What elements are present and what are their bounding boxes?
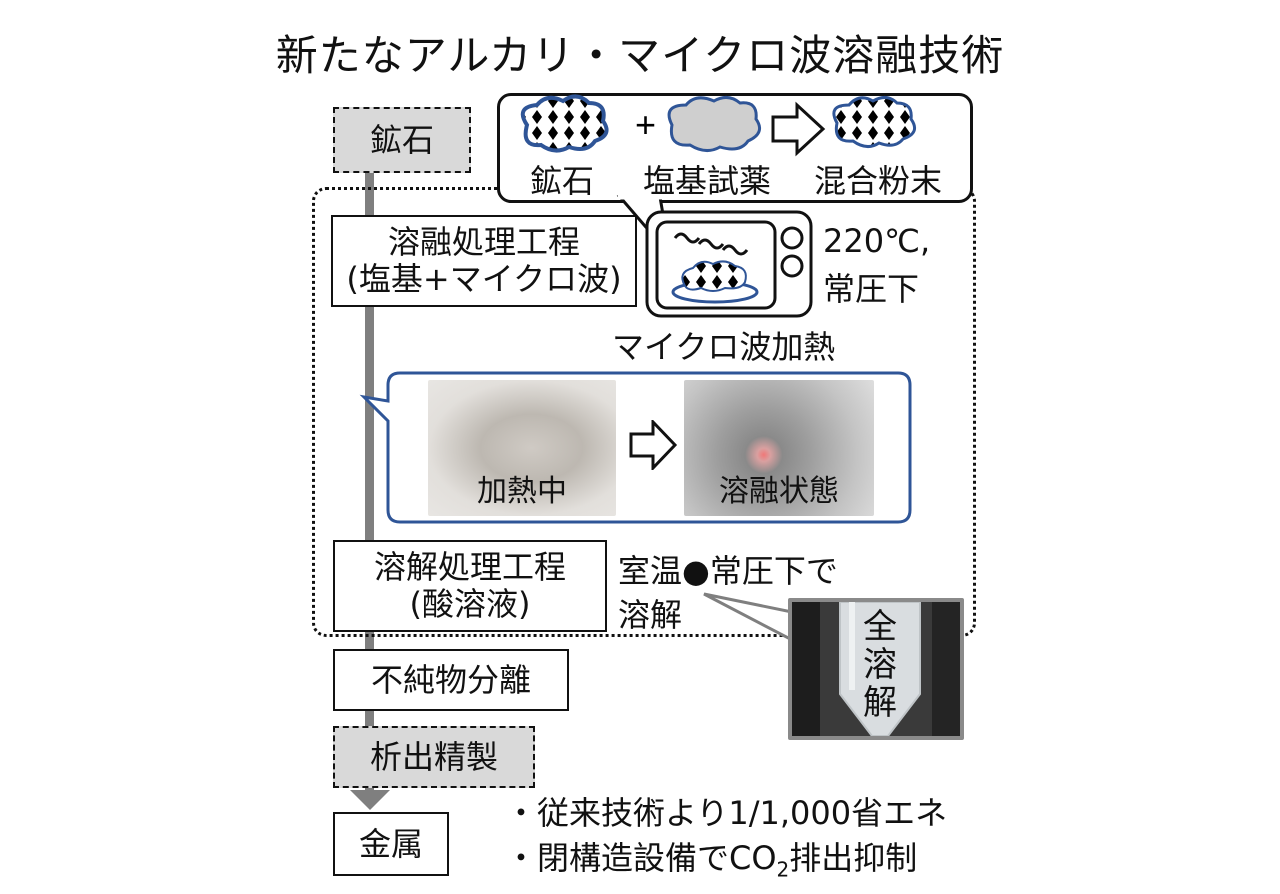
melting-step-detail: (塩基+マイクロ波) [346, 260, 622, 298]
benefit-co2-reduction: ・閉構造設備でCO2排出抑制 [505, 833, 917, 881]
microwave-oven-icon [645, 210, 813, 318]
process-flow-line [365, 170, 374, 795]
reagent-cloud-icon [667, 96, 762, 152]
mixing-panel: + 鉱石 塩基試薬 混合粉末 [497, 93, 973, 203]
flow-arrowhead [350, 790, 390, 810]
dissolution-step-title: 溶解処理工程 [373, 548, 566, 587]
tube-label-char-3: 解 [863, 683, 897, 724]
dissolution-step-box: 溶解処理工程 (酸溶液) [333, 540, 607, 632]
microwave-temperature: 220℃, [823, 222, 931, 260]
hollow-arrow-icon [771, 101, 826, 157]
mixing-illustration: + [520, 94, 917, 157]
benefit-co2-post: 排出抑制 [789, 839, 918, 877]
mixing-reagent-label: 塩基試薬 [643, 162, 772, 200]
dissolution-condition: 室温●常圧下で [618, 552, 838, 590]
refining-box: 析出精製 [333, 726, 535, 788]
mixing-mixture-label: 混合粉末 [814, 162, 943, 200]
tube-label: 全 溶 解 [840, 608, 920, 722]
microwave-pressure: 常圧下 [823, 270, 920, 308]
dissolution-step-detail: (酸溶液) [409, 585, 531, 623]
ore-label: 鉱石 [369, 120, 434, 159]
refining-label: 析出精製 [369, 737, 498, 776]
centrifuge-tube-icon [792, 602, 960, 736]
diagram-title: 新たなアルカリ・マイクロ波溶融技術 [275, 31, 1005, 80]
tube-label-char-1: 全 [863, 607, 897, 647]
heating-photo-label: 加熱中 [477, 474, 567, 509]
mixing-ore-label: 鉱石 [530, 162, 595, 200]
plus-sign: + [635, 104, 656, 145]
steam-icon [673, 232, 749, 256]
separation-box: 不純物分離 [333, 649, 569, 711]
photo-transition-arrow-icon [629, 420, 678, 470]
mixture-cloud-icon [832, 96, 917, 148]
benefit-co2-pre: ・閉構造設備でCO [505, 839, 777, 877]
ore-box: 鉱石 [333, 107, 471, 173]
dissolution-result: 溶解 [618, 596, 683, 634]
microwave-heating-label: マイクロ波加熱 [612, 328, 836, 366]
tube-callout-pointer [703, 592, 798, 645]
melting-step-box: 溶融処理工程 (塩基+マイクロ波) [331, 215, 637, 307]
heating-photo: 加熱中 [428, 380, 616, 516]
ore-cloud-icon [520, 94, 609, 153]
tube-label-char-2: 溶 [863, 645, 897, 686]
benefit-co2-subscript: 2 [776, 857, 790, 882]
molten-photo-label: 溶融状態 [719, 474, 839, 509]
melting-step-title: 溶融処理工程 [387, 223, 580, 262]
benefit-energy-saving: ・従来技術より1/1,000省エネ [505, 794, 948, 832]
metal-label: 金属 [358, 824, 423, 863]
separation-label: 不純物分離 [370, 660, 531, 699]
metal-box: 金属 [333, 812, 449, 876]
molten-photo: 溶融状態 [684, 380, 874, 516]
dissolved-tube-photo: 全 溶 解 [788, 598, 964, 740]
